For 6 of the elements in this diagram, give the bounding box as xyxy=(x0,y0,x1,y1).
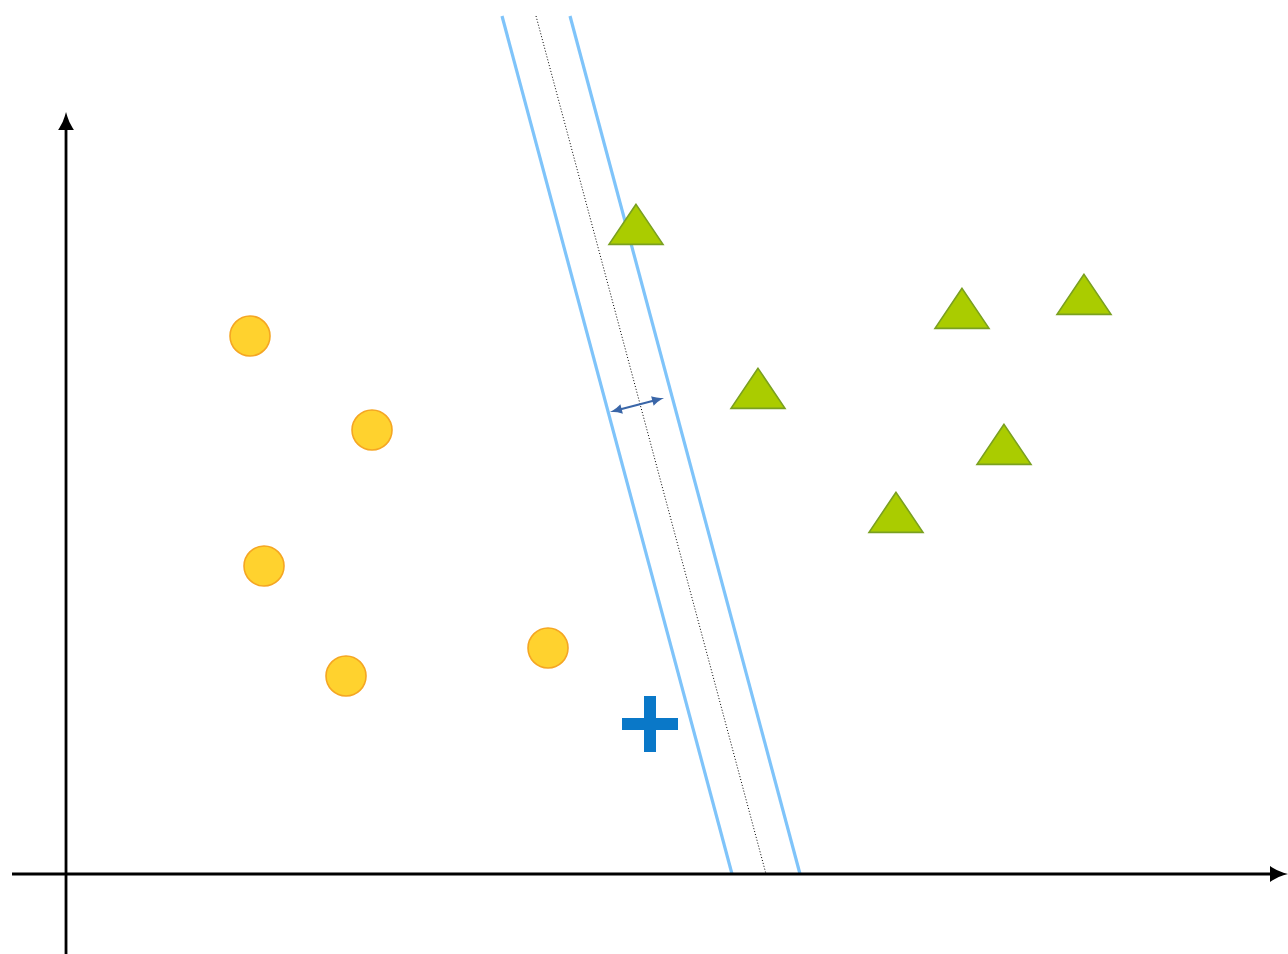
circle-point xyxy=(351,409,393,451)
circle-point xyxy=(229,315,271,357)
circle-point xyxy=(527,627,569,669)
circle-point xyxy=(243,545,285,587)
cross-point xyxy=(622,696,678,752)
circle-point xyxy=(325,655,367,697)
